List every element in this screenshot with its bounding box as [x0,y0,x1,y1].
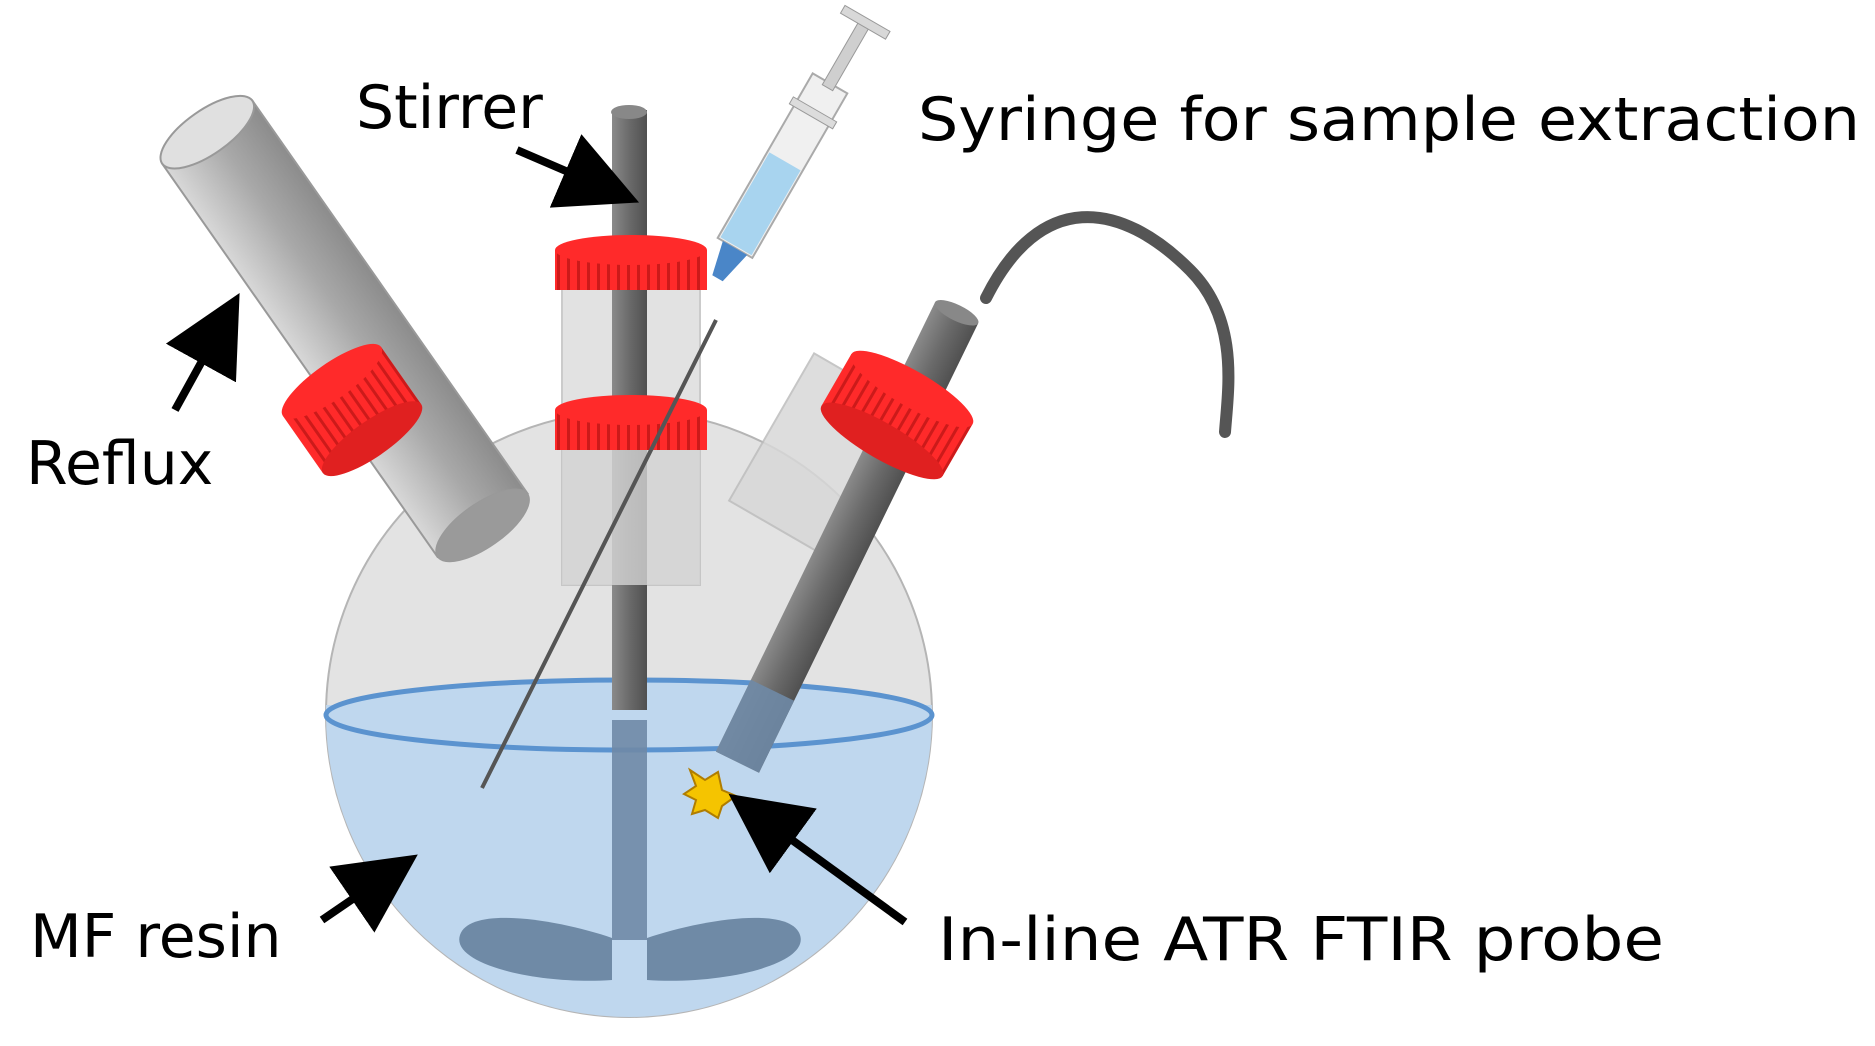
upper-cap [555,235,707,290]
probe-tip-icon [682,767,739,820]
annotation-arrows [165,134,908,933]
stirrer-label: Stirrer [356,73,543,143]
reflux-label: Reflux [26,429,213,499]
syringe [480,4,891,789]
labels: Stirrer Syringe for sample extraction Re… [26,73,1860,975]
stirrer-paddle [459,720,801,981]
reflux-cap [281,343,423,477]
probe-arrow [728,793,908,926]
reflux-condenser [159,94,530,563]
lower-cap [555,395,707,450]
resin-label: MF resin [30,902,282,972]
probe-label: In-line ATR FTIR probe [938,905,1664,975]
atr-probe [682,300,979,820]
resin-arrow [319,854,418,933]
stirrer-arrow [515,134,640,208]
probe-cap [820,350,974,480]
syringe-label: Syringe for sample extraction [918,85,1860,155]
probe-cable [980,211,1235,438]
reflux-arrow [165,292,240,412]
central-neck [555,105,707,710]
